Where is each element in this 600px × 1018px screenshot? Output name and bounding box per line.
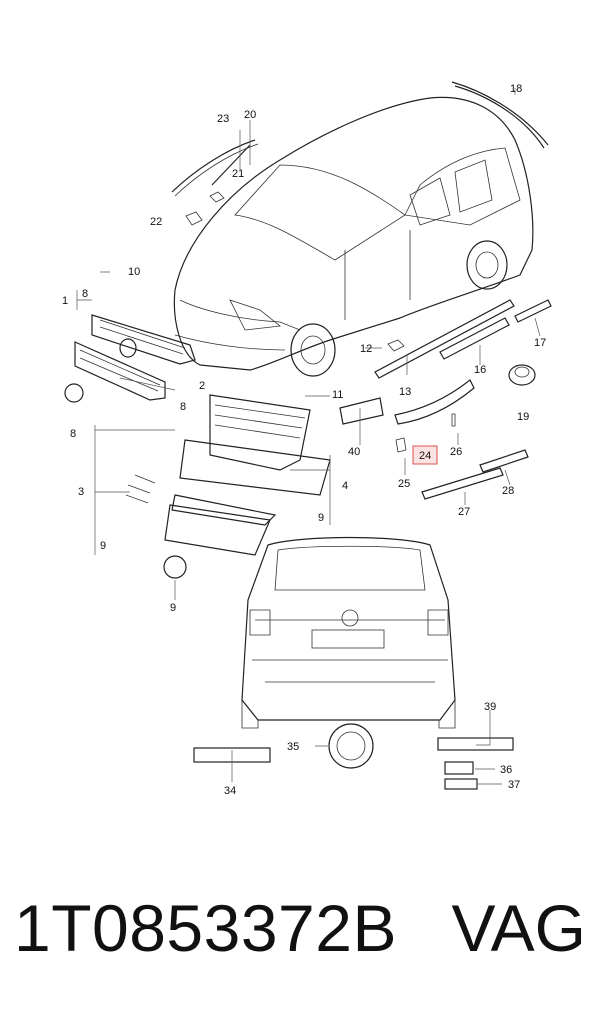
- callout-8-left: 8: [70, 428, 76, 440]
- roof-rail: [451, 81, 549, 146]
- callout-8-mid: 8: [180, 401, 186, 413]
- callout-16: 16: [474, 364, 486, 376]
- callout-24: 24: [419, 450, 431, 462]
- callout-1: 1: [62, 295, 68, 307]
- callout-9-right: 9: [318, 512, 324, 524]
- callout-10: 10: [128, 266, 140, 278]
- highlight-box-24: [412, 445, 438, 465]
- callout-18: 18: [510, 83, 522, 95]
- callout-19: 19: [517, 411, 529, 423]
- callout-39: 39: [484, 701, 496, 713]
- callout-17: 17: [534, 337, 546, 349]
- car-front-view: [173, 96, 534, 377]
- callout-37: 37: [508, 779, 520, 791]
- callout-26: 26: [450, 446, 462, 458]
- callout-22: 22: [150, 216, 162, 228]
- grille-assembly: [64, 314, 331, 579]
- brand-name: VAG: [451, 891, 586, 965]
- callout-12: 12: [360, 343, 372, 355]
- windscreen-trim: [171, 139, 256, 193]
- callout-35: 35: [287, 741, 299, 753]
- callout-4: 4: [342, 480, 348, 492]
- callout-2: 2: [199, 380, 205, 392]
- vw-badge-35: [328, 723, 374, 769]
- callout-23: 23: [217, 113, 229, 125]
- callout-36: 36: [500, 764, 512, 776]
- callout-25: 25: [398, 478, 410, 490]
- callout-9-left: 9: [100, 540, 106, 552]
- callout-9-bottom: 9: [170, 602, 176, 614]
- callout-27: 27: [458, 506, 470, 518]
- callout-34: 34: [224, 785, 236, 797]
- moulding-24: [394, 379, 475, 425]
- callout-8-top: 8: [82, 288, 88, 300]
- callout-28: 28: [502, 485, 514, 497]
- callout-21: 21: [232, 168, 244, 180]
- callout-20: 20: [244, 109, 256, 121]
- callout-13: 13: [399, 386, 411, 398]
- part-number: 1T0853372B: [14, 891, 397, 965]
- callout-40: 40: [348, 446, 360, 458]
- callout-3: 3: [78, 486, 84, 498]
- callout-11: 11: [332, 389, 343, 401]
- footer: 1T0853372B VAG: [0, 890, 600, 980]
- strip-39: [437, 737, 514, 751]
- car-rear-view: [241, 536, 456, 729]
- side-sill-strip: [374, 299, 515, 379]
